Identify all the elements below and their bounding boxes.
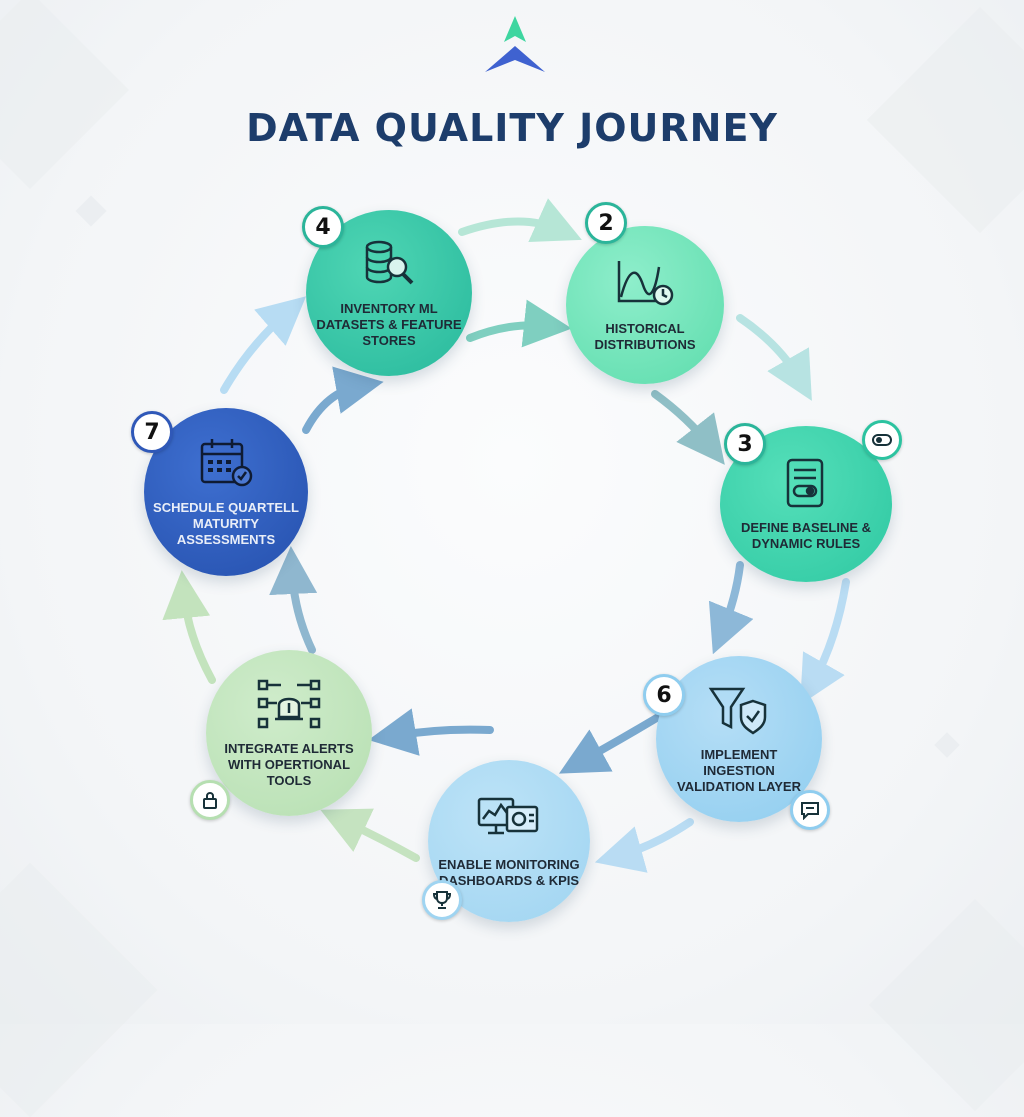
- flow-arrow: [269, 546, 318, 654]
- step-number-badge: 7: [131, 411, 173, 453]
- rulebook-icon: [786, 458, 824, 508]
- flow-arrow: [368, 708, 494, 756]
- lock-icon: [203, 792, 217, 809]
- step-node-ingestion-validation: IMPLEMENT INGESTION VALIDATION LAYER: [656, 656, 822, 822]
- trophy-badge: [422, 880, 462, 920]
- step-node-integrate-alerts: INTEGRATE ALERTS WITH OPERTIONAL TOOLS: [206, 650, 372, 816]
- flow-arrow: [594, 818, 694, 873]
- flow-arrow: [458, 198, 582, 243]
- flow-arrow: [220, 296, 307, 394]
- database-search-icon: [365, 240, 414, 285]
- step-node-historical-distributions: HISTORICAL DISTRIBUTIONS: [566, 226, 724, 384]
- flow-arrow: [708, 561, 754, 655]
- step-label: INTEGRATE ALERTS WITH OPERTIONAL TOOLS: [224, 741, 354, 788]
- flow-arrow: [800, 578, 850, 705]
- step-number-badge: 3: [724, 423, 766, 465]
- chat-icon: [801, 802, 819, 820]
- step-number-badge: 4: [302, 206, 344, 248]
- chart-clock-icon: [617, 261, 674, 306]
- monitor-dashboard-icon: [477, 797, 539, 835]
- step-node-inventory-datasets: INVENTORY ML DATASETS & FEATURE STORES: [306, 210, 472, 376]
- step-label: SCHEDULE QUARTELL MATURITY ASSESSMENTS: [153, 500, 299, 547]
- flow-arrow: [466, 299, 572, 348]
- page-title: DATA QUALITY JOURNEY: [246, 106, 778, 150]
- flow-arrow: [651, 390, 725, 465]
- flow-arrow: [162, 570, 216, 684]
- funnel-shield-icon: [708, 687, 767, 735]
- chat-badge: [790, 790, 830, 830]
- calendar-check-icon: [200, 439, 253, 487]
- logo-icon: [485, 16, 545, 72]
- step-number-badge: 2: [585, 202, 627, 244]
- step-label: INVENTORY ML DATASETS & FEATURE STORES: [316, 301, 462, 348]
- flow-arrow: [736, 314, 812, 401]
- toggle-icon: [872, 434, 892, 446]
- toggle-badge: [862, 420, 902, 460]
- step-label: HISTORICAL DISTRIBUTIONS: [594, 321, 696, 352]
- alert-network-icon: [257, 679, 321, 729]
- flow-arrow: [320, 808, 420, 862]
- lock-badge: [190, 780, 230, 820]
- step-label: ENABLE MONITORING DASHBOARDS & KPIS: [438, 857, 580, 888]
- step-label: DEFINE BASELINE & DYNAMIC RULES: [740, 520, 871, 551]
- step-label: IMPLEMENT INGESTION VALIDATION LAYER: [677, 747, 801, 794]
- flow-arrow: [302, 366, 384, 434]
- trophy-icon: [432, 891, 452, 909]
- step-number-badge: 6: [643, 674, 685, 716]
